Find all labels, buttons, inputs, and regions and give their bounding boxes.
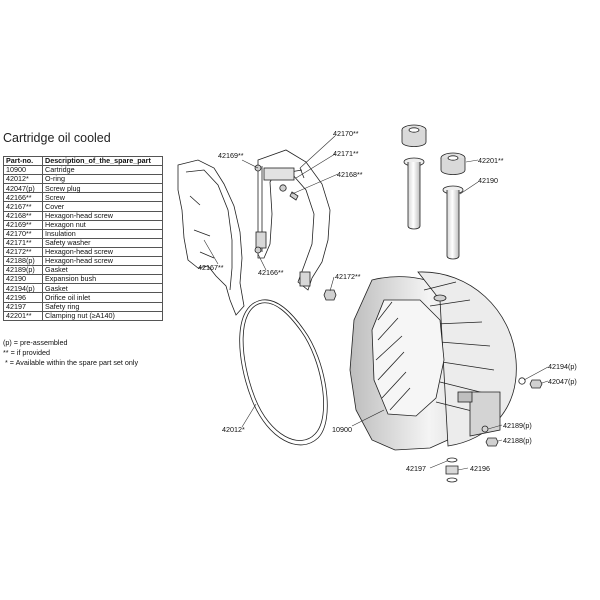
page-title: Cartridge oil cooled bbox=[3, 131, 111, 145]
notes: (p) = pre-assembled ** = if provided * =… bbox=[3, 338, 138, 368]
description-cell: Safety ring bbox=[42, 301, 163, 312]
callout-42172: 42172** bbox=[335, 272, 361, 281]
screw-plug-42047-part bbox=[529, 379, 543, 389]
clamping-nut-42201-part bbox=[401, 124, 466, 175]
callout-42190: 42190 bbox=[478, 176, 498, 185]
callout-42012: 42012* bbox=[222, 425, 245, 434]
callout-42167: 42167** bbox=[198, 263, 224, 272]
callout-42197: 42197 bbox=[406, 464, 426, 473]
parts-table: Part-no. Description_of_the_spare_part 1… bbox=[3, 155, 163, 321]
callout-42196: 42196 bbox=[470, 464, 490, 473]
callout-42166: 42166** bbox=[258, 268, 284, 277]
callout-42171: 42171** bbox=[333, 149, 359, 158]
description-cell: Orifice oil inlet bbox=[42, 292, 163, 303]
description-cell: Hexagon-head screw bbox=[42, 256, 163, 267]
bracket-42171 bbox=[263, 167, 295, 181]
callout-42170: 42170** bbox=[333, 129, 359, 138]
note-spare-set: * = Available within the spare part set … bbox=[3, 358, 139, 367]
callout-42047: 42047(p) bbox=[548, 377, 577, 386]
expansion-bush-42190-part bbox=[403, 157, 464, 260]
screw-42172-part bbox=[323, 289, 337, 301]
note-if-provided: ** = if provided bbox=[3, 348, 50, 357]
callout-42194: 42194(p) bbox=[548, 362, 577, 371]
callout-42168: 42168** bbox=[337, 170, 363, 179]
cover-part bbox=[177, 159, 245, 316]
cartridge-part bbox=[349, 271, 517, 451]
table-row: 42194(p)Gasket bbox=[3, 283, 163, 294]
callout-10900: 10900 bbox=[332, 425, 352, 434]
callout-42189: 42189(p) bbox=[503, 421, 532, 430]
screw-42188-part bbox=[485, 437, 499, 447]
table-row: 42189(p)Gasket bbox=[3, 265, 163, 276]
note-pre-assembled: (p) = pre-assembled bbox=[3, 338, 68, 347]
callout-42201: 42201** bbox=[478, 156, 504, 165]
table-row: 42201**Clamping nut (≥A140) bbox=[3, 310, 163, 321]
callout-42188: 42188(p) bbox=[503, 436, 532, 445]
safety-ring-42197-part bbox=[446, 457, 458, 463]
description-cell: Gasket bbox=[42, 283, 163, 294]
table-row: 42188(p)Hexagon-head screw bbox=[3, 256, 163, 267]
o-ring-part bbox=[239, 299, 328, 446]
description-cell: Clamping nut (≥A140) bbox=[42, 310, 163, 321]
description-cell: Expansion bush bbox=[42, 274, 163, 285]
orifice-42196-part bbox=[445, 465, 459, 475]
description-cell: Gasket bbox=[42, 265, 163, 276]
gasket-42194-part bbox=[518, 377, 526, 385]
callout-42169: 42169** bbox=[218, 151, 244, 160]
